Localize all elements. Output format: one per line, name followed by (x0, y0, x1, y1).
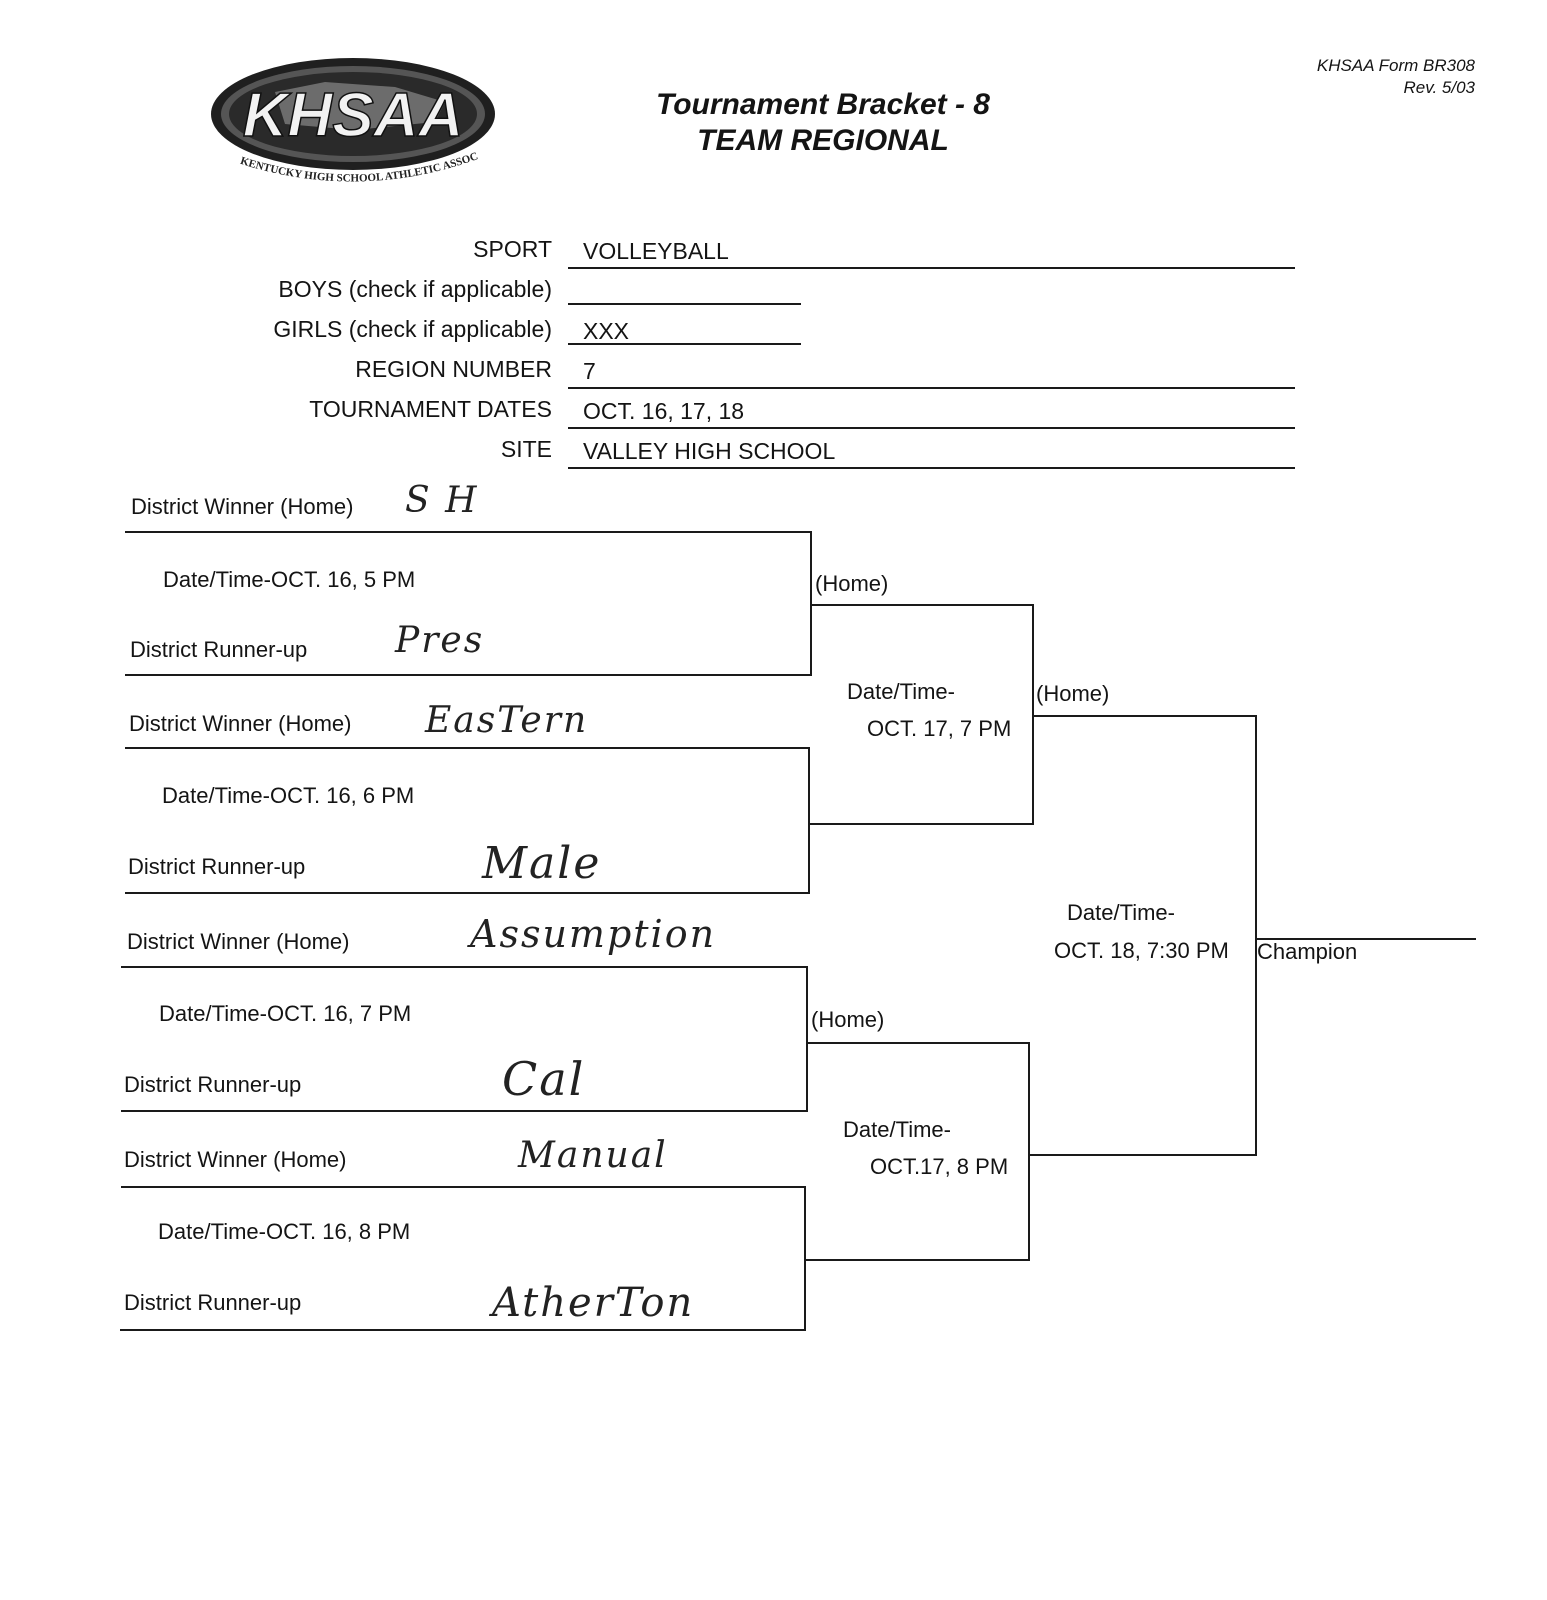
game1-bracket (125, 531, 812, 676)
boys-label: BOYS (check if applicable) (278, 276, 552, 302)
game1-runnerup-label: District Runner-up (130, 637, 308, 662)
page-title: Tournament Bracket - 8 (656, 88, 990, 121)
semi1-home-label: (Home) (815, 571, 889, 596)
logo-text: KHSAA (243, 81, 463, 150)
game1-winner-label: District Winner (Home) (131, 494, 354, 519)
girls-field[interactable]: XXX (583, 318, 630, 344)
final-bracket (1029, 715, 1257, 1156)
semi2-bracket (805, 1042, 1030, 1261)
game3-winner-label: District Winner (Home) (127, 929, 350, 954)
semi1-datetime-label: Date/Time- (847, 679, 955, 704)
game4-winner-label: District Winner (Home) (124, 1147, 347, 1172)
final-home-label: (Home) (1036, 681, 1110, 706)
page-subtitle: TEAM REGIONAL (697, 124, 949, 157)
region-label: REGION NUMBER (355, 356, 552, 382)
semi1-bracket (809, 604, 1034, 825)
game1-winner-team[interactable]: S H (405, 480, 479, 521)
game2-datetime: Date/Time-OCT. 16, 6 PM (162, 783, 415, 808)
game3-winner-team[interactable]: Assumption (470, 912, 717, 956)
site-label: SITE (500, 436, 552, 462)
game3-bracket (121, 966, 808, 1112)
girls-label: GIRLS (check if applicable) (273, 316, 552, 342)
game3-datetime: Date/Time-OCT. 16, 7 PM (159, 1001, 412, 1026)
semi2-datetime-label: Date/Time- (843, 1117, 951, 1142)
game2-runnerup-team[interactable]: Male (482, 838, 602, 889)
final-datetime-value: OCT. 18, 7:30 PM (1054, 938, 1229, 963)
khsaa-logo: KHSAA KENTUCKY HIGH SCHOOL ATHLETIC ASSO… (201, 43, 505, 192)
game4-winner-team[interactable]: Manual (518, 1135, 668, 1176)
game4-runnerup-label: District Runner-up (124, 1290, 302, 1315)
game2-runnerup-label: District Runner-up (128, 854, 306, 879)
dates-field[interactable]: OCT. 16, 17, 18 (583, 398, 745, 424)
game2-winner-team[interactable]: EasTern (425, 700, 589, 741)
game2-bracket (125, 747, 810, 894)
semi1-datetime-value: OCT. 17, 7 PM (867, 716, 1012, 741)
semi2-home-label: (Home) (811, 1007, 885, 1032)
form-revision: Rev. 5/03 (1403, 78, 1475, 97)
game1-datetime: Date/Time-OCT. 16, 5 PM (163, 567, 416, 592)
game3-runnerup-team[interactable]: Cal (502, 1052, 586, 1106)
site-field[interactable]: VALLEY HIGH SCHOOL (583, 438, 836, 464)
sport-label: SPORT (473, 236, 552, 262)
dates-label: TOURNAMENT DATES (309, 396, 552, 422)
game3-runnerup-label: District Runner-up (124, 1072, 302, 1097)
game1-runnerup-team[interactable]: Pres (395, 620, 485, 661)
game2-winner-label: District Winner (Home) (129, 711, 352, 736)
sport-field[interactable]: VOLLEYBALL (583, 238, 729, 264)
form-number: KHSAA Form BR308 (1316, 56, 1475, 75)
game4-datetime: Date/Time-OCT. 16, 8 PM (158, 1219, 411, 1244)
champion-label: Champion (1257, 939, 1358, 964)
final-datetime-label: Date/Time- (1067, 900, 1175, 925)
game4-runnerup-team[interactable]: AtherTon (492, 1280, 695, 1326)
region-field[interactable]: 7 (583, 358, 596, 384)
semi2-datetime-value: OCT.17, 8 PM (870, 1154, 1009, 1179)
game4-bracket (120, 1186, 806, 1331)
